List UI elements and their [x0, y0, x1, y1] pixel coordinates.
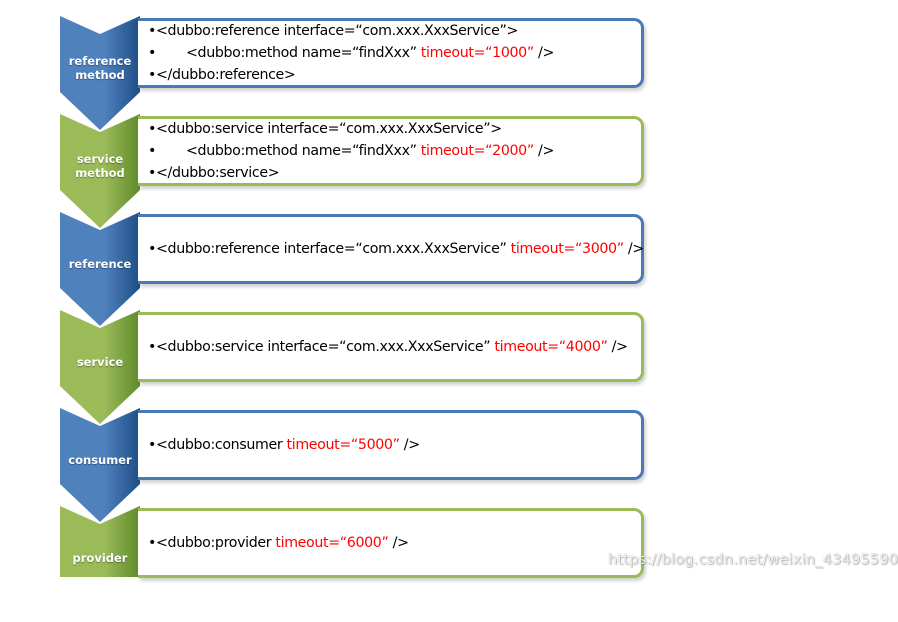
config-text: <dubbo:method name=“findXxx”: [186, 143, 421, 159]
config-line: •</dubbo:service>: [148, 162, 554, 184]
config-lines: •<dubbo:service interface=“com.xxx.XxxSe…: [148, 118, 554, 184]
config-lines: •<dubbo:consumer timeout=“5000” />: [148, 434, 420, 456]
chevron-label-line: method: [75, 166, 125, 180]
timeout-attribute: timeout=“4000”: [494, 339, 608, 355]
config-box: [138, 508, 644, 578]
chevron-label: service: [60, 355, 140, 369]
config-text-tail: />: [533, 143, 555, 159]
priority-row: consumer •<dubbo:consumer timeout=“5000” …: [0, 408, 890, 522]
config-text: <dubbo:method name=“findXxx”: [186, 45, 421, 61]
bullet: •: [148, 437, 157, 453]
config-text: <dubbo:reference interface=“com.xxx.XxxS…: [156, 241, 511, 257]
green-chevron-arrow: [60, 310, 140, 424]
blue-chevron-arrow: [60, 408, 140, 522]
config-lines: •<dubbo:reference interface=“com.xxx.Xxx…: [148, 20, 554, 86]
chevron-label: reference: [60, 257, 140, 271]
chevron-label: consumer: [60, 453, 140, 467]
config-box: [138, 18, 644, 88]
green-chevron-arrow: [60, 506, 140, 577]
chevron-label-line: provider: [72, 551, 128, 565]
config-text: </dubbo:reference>: [156, 67, 296, 83]
config-line: •<dubbo:consumer timeout=“5000” />: [148, 434, 420, 456]
config-text: <dubbo:consumer: [156, 437, 287, 453]
config-text: <dubbo:service interface=“com.xxx.XxxSer…: [156, 121, 502, 137]
config-text-tail: />: [607, 339, 628, 355]
priority-row: provider •<dubbo:provider timeout=“6000” …: [0, 506, 890, 604]
config-text-tail: />: [623, 241, 644, 257]
config-box: [138, 312, 644, 382]
config-text: <dubbo:provider: [156, 535, 276, 551]
config-text-tail: />: [399, 437, 420, 453]
config-line: •<dubbo:reference interface=“com.xxx.Xxx…: [148, 20, 554, 42]
config-lines: •<dubbo:reference interface=“com.xxx.Xxx…: [148, 238, 644, 260]
blue-chevron-arrow: [60, 16, 140, 130]
chevron-label: provider: [60, 551, 140, 565]
bullet: •: [148, 23, 157, 39]
timeout-attribute: timeout=“5000”: [286, 437, 400, 453]
config-text: <dubbo:service interface=“com.xxx.XxxSer…: [156, 339, 495, 355]
config-text-tail: />: [533, 45, 555, 61]
priority-row: reference •<dubbo:reference interface=“co…: [0, 212, 890, 326]
timeout-attribute: timeout=“1000”: [420, 45, 534, 61]
bullet: •: [148, 45, 157, 61]
config-box: [138, 116, 644, 186]
timeout-attribute: timeout=“6000”: [275, 535, 389, 551]
config-lines: •<dubbo:service interface=“com.xxx.XxxSe…: [148, 336, 628, 358]
bullet: •: [148, 535, 157, 551]
bullet: •: [148, 121, 157, 137]
config-box: [138, 410, 644, 480]
config-line: •<dubbo:service interface=“com.xxx.XxxSe…: [148, 118, 554, 140]
config-text: </dubbo:service>: [156, 165, 280, 181]
config-line: •<dubbo:reference interface=“com.xxx.Xxx…: [148, 238, 644, 260]
chevron-label-line: reference: [68, 54, 132, 68]
config-line: • <dubbo:method name=“findXxx” timeout=“1…: [148, 42, 554, 64]
bullet: •: [148, 165, 157, 181]
config-line: •<dubbo:service interface=“com.xxx.XxxSe…: [148, 336, 628, 358]
bullet: •: [148, 339, 157, 355]
chevron-label-line: reference: [68, 257, 132, 271]
green-chevron-arrow: [60, 114, 140, 228]
config-text-tail: />: [388, 535, 409, 551]
chevron-label-line: service: [76, 355, 124, 369]
bullet: •: [148, 67, 157, 83]
chevron-label-line: method: [75, 68, 125, 82]
config-line: •</dubbo:reference>: [148, 64, 554, 86]
bullet: •: [148, 241, 157, 257]
config-box: [138, 214, 644, 284]
timeout-attribute: timeout=“3000”: [510, 241, 624, 257]
watermark-text: https://blog.csdn.net/weixin_43495590: [608, 552, 898, 568]
blue-chevron-arrow: [60, 212, 140, 326]
chevron-label-line: service: [76, 152, 124, 166]
timeout-attribute: timeout=“2000”: [420, 143, 534, 159]
config-text: <dubbo:reference interface=“com.xxx.XxxS…: [156, 23, 519, 39]
config-line: • <dubbo:method name=“findXxx” timeout=“2…: [148, 140, 554, 162]
config-line: •<dubbo:provider timeout=“6000” />: [148, 532, 409, 554]
chevron-label-line: consumer: [68, 453, 132, 467]
bullet: •: [148, 143, 157, 159]
config-lines: •<dubbo:provider timeout=“6000” />: [148, 532, 409, 554]
priority-row: service •<dubbo:service interface=“com.xx…: [0, 310, 890, 424]
